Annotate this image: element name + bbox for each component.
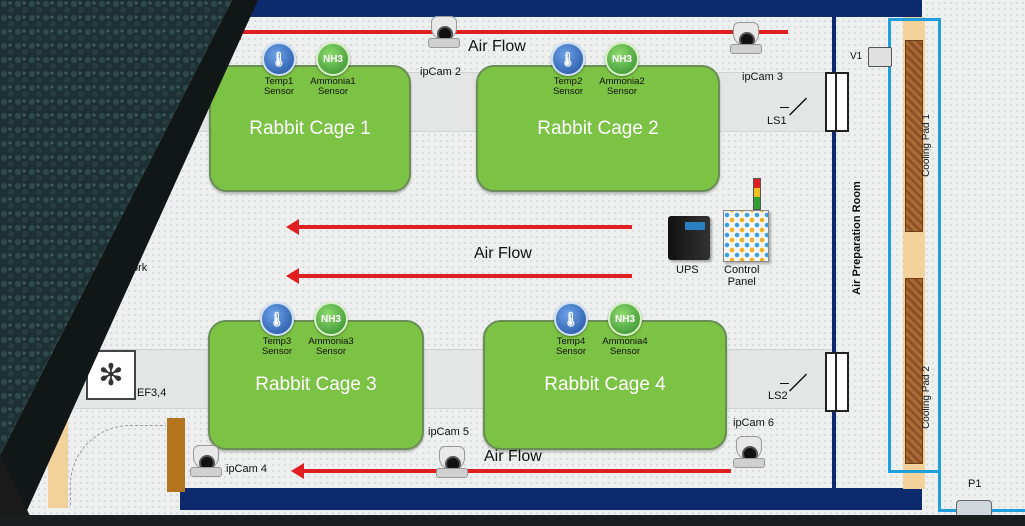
ipcam-5-label: ipCam 5 [428,426,469,438]
water-pipe-bottom [888,470,940,473]
ups-label: UPS [676,264,699,276]
ipcam-6-label: ipCam 6 [733,417,774,429]
nh3-icon: NH3 [605,42,639,76]
airflow-arrow-bottom [291,463,731,479]
thermometer-icon: 🌡 [551,42,585,76]
cooling-pad-1-label: Cooling Pad 1 [920,114,932,177]
control-panel-label: Control Panel [724,264,760,288]
ls2-label: LS2 [768,390,788,402]
bottom-wall [180,488,922,510]
mesh-network-partial-label: er sh work [124,238,148,274]
camera-icon [190,445,222,479]
camera-icon [428,16,460,50]
rabbit-cage-2: Rabbit Cage 2 [476,65,720,192]
pump-icon [956,500,992,522]
airflow-arrow-mid-2 [286,268,632,284]
limit-switch-icon: ⎯╱ [780,96,807,116]
damper-icon [825,72,849,132]
fan-label: EF3,4 [137,387,167,399]
ipcam-4-label: ipCam 4 [226,463,267,475]
ups-icon [668,216,710,260]
airflow-arrow-top [228,24,788,40]
ipcam-2-label: ipCam 2 [420,66,461,78]
camera-icon [436,446,468,480]
nh3-icon: NH3 [314,302,348,336]
airflow-label-bottom: Air Flow [484,448,542,465]
air-preparation-room-label: Air Preparation Room [850,181,863,295]
airflow-label-mid: Air Flow [474,245,532,262]
room-divider [832,17,836,489]
thermometer-icon: 🌡 [262,42,296,76]
cage-label: Rabbit Cage 3 [255,374,377,395]
nh3-icon: NH3 [608,302,642,336]
exhaust-fan-icon: ✻ [86,350,136,400]
temp-sensor: 🌡Temp3 Sensor [254,302,300,357]
nh3-icon: NH3 [316,42,350,76]
door-frame [48,408,68,508]
water-pipe-right [938,18,941,512]
temp-sensor: 🌡Temp2 Sensor [545,42,591,97]
cooling-pad-2-label: Cooling Pad 2 [920,366,932,429]
cooling-pad-2 [905,278,923,464]
top-wall [240,0,922,17]
left-post [167,418,185,492]
valve-label: V1 [850,51,863,62]
damper-icon [825,352,849,412]
cage-label: Rabbit Cage 1 [249,117,371,139]
rabbit-cage-4: Rabbit Cage 4 [483,320,727,450]
ls1-label: LS1 [767,115,787,127]
limit-switch-icon: ⎯╱ [780,372,807,392]
valve-icon [868,47,892,67]
ipcam-3-label: ipCam 3 [742,71,783,83]
cooling-pad-1 [905,40,923,232]
control-panel-icon [723,210,769,262]
tower-light-icon [753,178,761,210]
temp-sensor: 🌡Temp4 Sensor [548,302,594,357]
temp-sensor: 🌡Temp1 Sensor [256,42,302,97]
camera-icon [730,22,762,56]
camera-icon [733,436,765,470]
water-pipe-left [888,18,891,472]
airflow-arrow-mid-1 [286,219,632,235]
thermometer-icon: 🌡 [554,302,588,336]
cage-label: Rabbit Cage 2 [537,117,659,139]
thermometer-icon: 🌡 [260,302,294,336]
cage-label: Rabbit Cage 4 [544,374,666,395]
airflow-label-top: Air Flow [468,38,526,55]
pump-label: P1 [968,478,982,490]
water-pipe-top [888,18,940,21]
